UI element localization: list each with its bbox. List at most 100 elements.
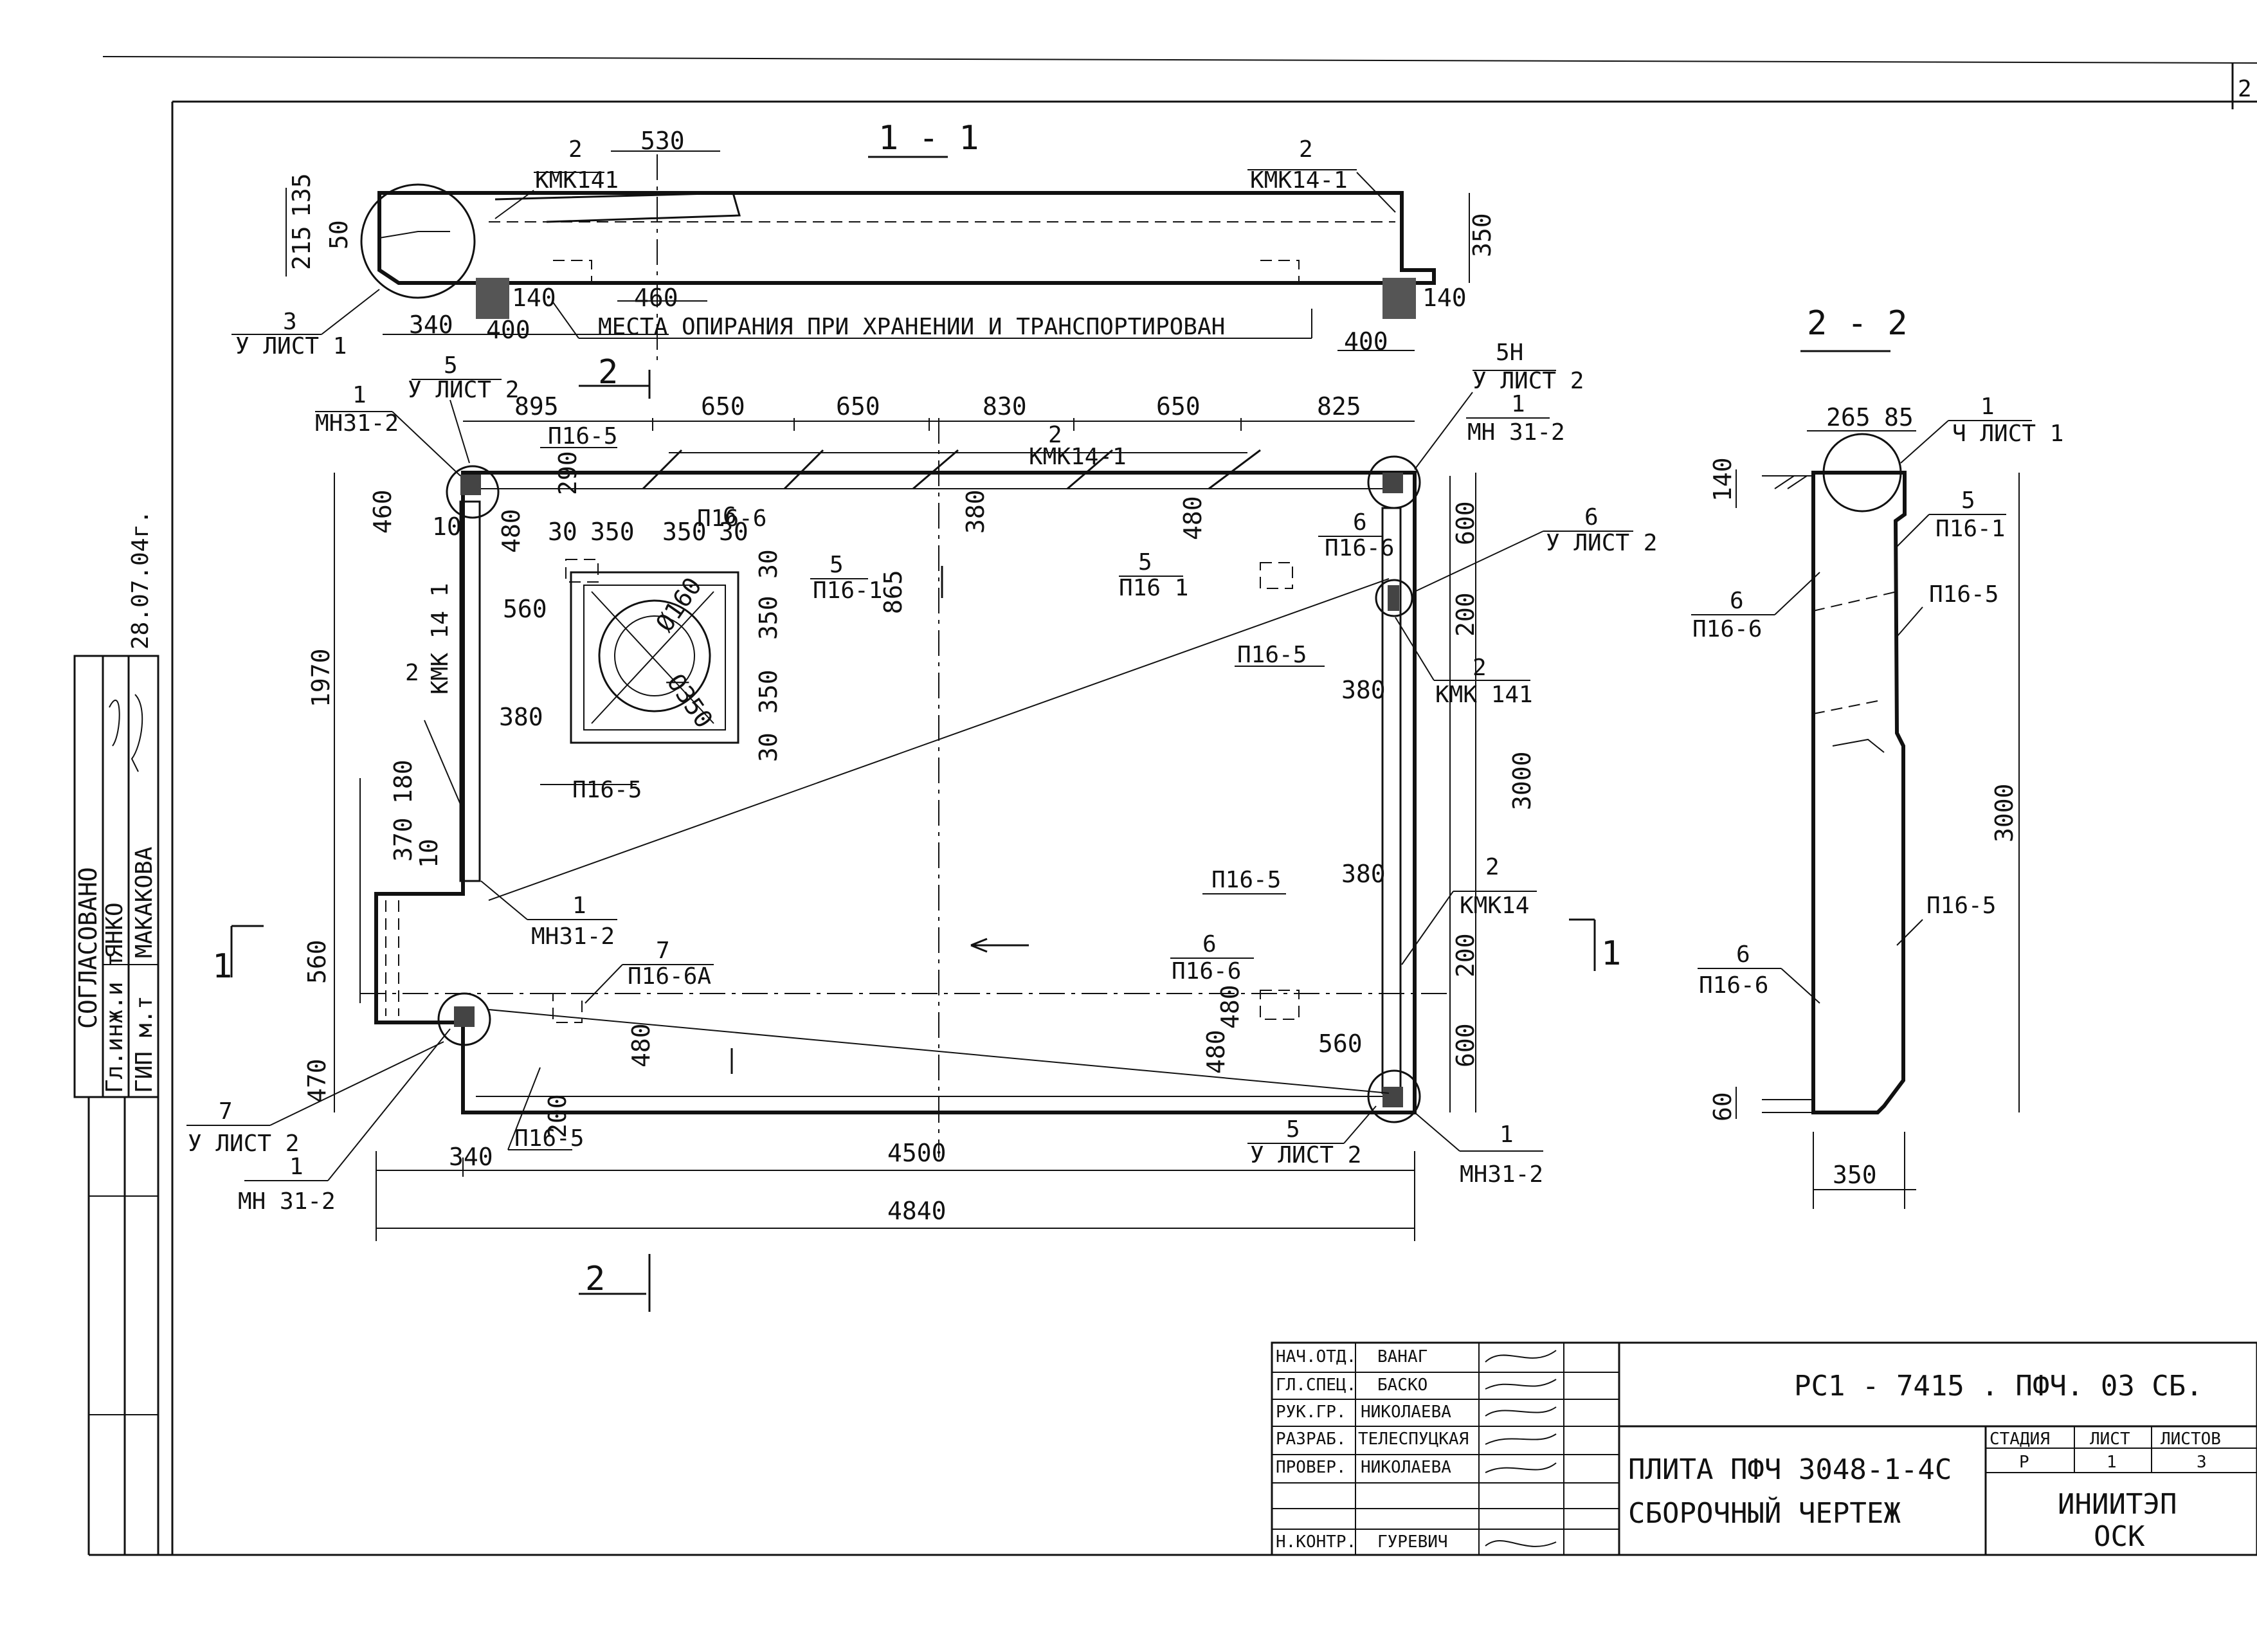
approval-role-1: Гл.инж.и т <box>102 954 128 1093</box>
ref-7-bl: У ЛИСТ 2 <box>188 1130 299 1157</box>
s22-dim-60: 60 <box>1709 1092 1737 1121</box>
section-1-1-title: 1 - 1 <box>878 119 979 158</box>
s22-p16-6-a: П16-6 <box>1692 616 1762 642</box>
tb-role-1: НАЧ.ОТД. <box>1276 1347 1356 1366</box>
mark-5-b: 5 <box>1138 549 1152 576</box>
s22-dim-350: 350 <box>1833 1161 1877 1189</box>
section-marker-left-1: 1 <box>212 947 232 986</box>
tb-role-3: РУК.ГР. <box>1276 1402 1346 1422</box>
mark-6-inner: 6 <box>723 503 737 529</box>
kmk-top-num: 2 <box>1048 422 1062 448</box>
dim-right-560: 560 <box>1318 1030 1363 1058</box>
dim-top-825: 825 <box>1317 392 1361 421</box>
s22-p16-5-a: П16-5 <box>1929 581 1999 608</box>
dim-460: 460 <box>634 284 678 312</box>
tb-role-7: Н.КОНТР. <box>1276 1532 1356 1552</box>
dim-right-380-a: 380 <box>1341 676 1386 704</box>
dim-right-600-a: 600 <box>1451 501 1480 545</box>
dim-right-600-b: 600 <box>1451 1023 1480 1067</box>
p16-5-b: П16-5 <box>514 1125 584 1152</box>
dim-400-right: 400 <box>1344 327 1388 356</box>
tb-role-5: ПРОВЕР. <box>1276 1458 1346 1477</box>
p16-5-rb: П16-5 <box>1211 867 1281 893</box>
tb-name-1: ВАНАГ <box>1377 1347 1428 1366</box>
tb-sheet-header: ЛИСТ <box>2090 1430 2130 1449</box>
mark-7: 7 <box>656 938 670 964</box>
dim-inner-480-d: 480 <box>1216 985 1244 1029</box>
dim-inner-30-d: 30 <box>754 732 783 762</box>
p16-6-rb: П16-6 <box>1172 958 1241 985</box>
dim-inner-560: 560 <box>503 595 547 623</box>
mn31-tl-num: 1 <box>352 382 367 408</box>
tb-org-line1: ИНИИТЭП <box>2058 1488 2177 1521</box>
s22-dim-3000: 3000 <box>1990 783 2018 842</box>
dim-inner-480-b: 480 <box>1179 496 1207 540</box>
dim-top-650-b: 650 <box>836 392 880 421</box>
kmk-r-num: 2 <box>1473 655 1487 681</box>
s22-p16-5-b: П16-5 <box>1926 893 1996 919</box>
mark-3: 3 <box>283 309 297 335</box>
title-block: НАЧ.ОТД. ВАНАГ ГЛ.СПЕЦ. БАСКО РУК.ГР. НИ… <box>1271 1341 2257 1556</box>
dim-inner-380: 380 <box>499 703 543 731</box>
dim-inner-865: 865 <box>879 570 907 614</box>
tb-stage: Р <box>2019 1453 2029 1472</box>
tb-org-line2: ОСК <box>2094 1520 2145 1553</box>
s22-mark-6-b: 6 <box>1736 941 1750 968</box>
s22-mark-6-a: 6 <box>1730 588 1744 614</box>
tb-role-4: РАЗРАБ. <box>1276 1430 1346 1449</box>
dim-left-1970: 1970 <box>307 648 335 707</box>
s22-p16-6-b: П16-6 <box>1699 972 1768 999</box>
s22-dim-265: 265 <box>1826 403 1871 431</box>
mark-6-r1: 6 <box>1353 509 1367 536</box>
ref-5-tl: У ЛИСТ 2 <box>408 377 519 403</box>
mark-2-left: 2 <box>568 136 583 163</box>
mark-5-a: 5 <box>829 552 844 578</box>
dim-bottom-4500: 4500 <box>887 1139 947 1167</box>
ref-3-sheet: У ЛИСТ 1 <box>235 333 347 359</box>
p16-6a: П16-6А <box>628 963 711 990</box>
mark-5-tl: 5 <box>444 352 458 379</box>
dim-340: 340 <box>409 311 453 339</box>
dim-top-895: 895 <box>514 392 559 421</box>
dim-top-650-c: 650 <box>1156 392 1201 421</box>
mn31-bl-label: МН 31-2 <box>238 1188 336 1215</box>
p16-1-a: П16-1 <box>813 577 882 604</box>
mn31-ml-num: 1 <box>572 893 586 919</box>
mn31-bl-num: 1 <box>289 1154 304 1180</box>
p16-6-r1: П16-6 <box>1325 535 1394 561</box>
dim-350: 350 <box>1468 213 1496 257</box>
tb-stage-header: СТАДИЯ <box>1990 1430 2050 1449</box>
dim-530: 530 <box>640 127 685 155</box>
tb-sheet: 1 <box>2107 1453 2117 1472</box>
tb-name-4: ТЕЛЕСПУЦКАЯ <box>1358 1430 1469 1449</box>
kmk-label-right: КМК14-1 <box>1250 167 1348 194</box>
mark-6-r2: 6 <box>1584 504 1599 531</box>
s22-p16-1: П16-1 <box>1935 516 2005 542</box>
dim-inner-350-c: 350 <box>754 595 783 640</box>
dim-dia-160: Ø160 <box>650 572 707 637</box>
s22-dim-85: 85 <box>1884 403 1914 431</box>
mark-6-rb: 6 <box>1202 931 1217 958</box>
dim-left-370: 370 <box>389 817 417 862</box>
dim-right-200-a: 200 <box>1451 592 1480 637</box>
dim-215: 215 <box>287 226 316 270</box>
section-2-2: 2 - 2 265 85 140 3000 60 350 1 Ч ЛИСТ 1 … <box>1691 304 2063 1209</box>
p16-5-l: П16-5 <box>572 777 642 803</box>
dim-inner-480-a: 480 <box>497 509 525 553</box>
tb-name-5: НИКОЛАЕВА <box>1361 1458 1451 1477</box>
dim-400-left: 400 <box>486 316 530 344</box>
approval-name-2: МАКАКОВА <box>131 846 158 958</box>
tb-name-line2: СБОРОЧНЫЙ ЧЕРТЕЖ <box>1628 1496 1901 1530</box>
ref-6-r2: У ЛИСТ 2 <box>1546 530 1657 556</box>
kmk-rb-num: 2 <box>1485 854 1500 880</box>
p16-1-b: П16 1 <box>1119 575 1188 601</box>
mn31-br-label: МН31-2 <box>1460 1161 1543 1188</box>
mark-5n: 5Н <box>1496 340 1523 366</box>
tb-name-7: ГУРЕВИЧ <box>1377 1532 1448 1552</box>
dim-inner-350-b: 350 <box>662 518 707 546</box>
dim-right-3000: 3000 <box>1508 751 1536 810</box>
dim-inner-30-c: 30 <box>754 549 783 579</box>
support-note: МЕСТА ОПИРАНИЯ ПРИ ХРАНЕНИИ И ТРАНСПОРТИ… <box>598 314 1225 340</box>
ref-5n: У ЛИСТ 2 <box>1473 368 1584 394</box>
